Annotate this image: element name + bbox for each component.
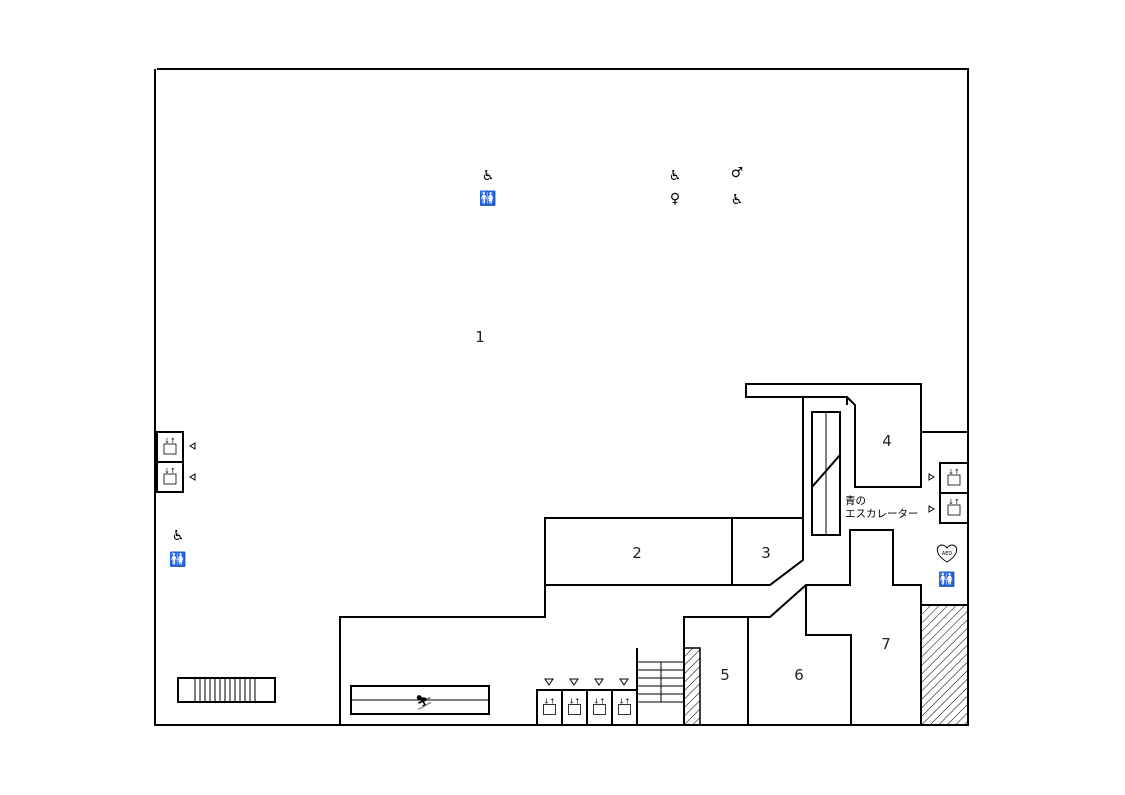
svg-text:↓↑: ↓↑	[948, 498, 960, 506]
svg-text:↓↑: ↓↑	[569, 698, 581, 706]
room-7-label: 7	[881, 635, 891, 653]
escalator-icon: ⛷	[350, 685, 490, 715]
wheelchair-icon: ♿	[669, 168, 682, 184]
stairs-icon	[636, 648, 684, 725]
elevator-icon: ↓↑	[156, 461, 196, 493]
svg-text:↓↑: ↓↑	[594, 698, 606, 706]
entrance-marker-icon	[594, 678, 604, 686]
entrance-marker-icon	[189, 473, 196, 481]
room-5-label: 5	[720, 666, 730, 684]
svg-text:↓↑: ↓↑	[948, 468, 960, 476]
elevator-icon: ↓↑	[928, 462, 969, 494]
entrance-marker-icon	[619, 678, 629, 686]
svg-text:⛷: ⛷	[415, 695, 433, 711]
svg-text:↓↑: ↓↑	[164, 467, 176, 475]
entrance-marker-icon	[928, 505, 935, 513]
entrance-marker-icon	[928, 473, 935, 481]
svg-text:AED: AED	[942, 551, 953, 557]
male-restroom-icon: ♂	[731, 165, 744, 181]
restroom-icon: 🚻	[479, 190, 496, 207]
room-2-label: 2	[632, 544, 642, 562]
aed-icon: AED	[936, 544, 958, 563]
elevator-icon: ↓↑	[586, 678, 613, 726]
room-4-wall	[745, 383, 968, 488]
room-3-label: 3	[761, 544, 771, 562]
svg-text:↓↑: ↓↑	[164, 437, 176, 445]
room-3-wall	[732, 518, 804, 586]
core-wall	[802, 397, 848, 518]
room-4-label: 4	[882, 432, 892, 450]
elevator-icon: ↓↑	[928, 492, 969, 524]
elevator-icon: ↓↑	[611, 678, 638, 726]
elevator-icon: ↓↑	[156, 431, 196, 463]
svg-text:↓↑: ↓↑	[544, 698, 556, 706]
hatched-area	[683, 647, 701, 726]
escalator-label-line1: 青の	[845, 494, 866, 507]
lower-right-walls	[683, 529, 968, 725]
hatched-area	[920, 604, 969, 726]
elevator-icon: ↓↑	[561, 678, 588, 726]
wheelchair-icon: ♿	[731, 192, 744, 208]
room-6-label: 6	[794, 666, 804, 684]
entrance-marker-icon	[189, 442, 196, 450]
room-1-label: 1	[475, 328, 485, 346]
stairs-icon	[177, 677, 276, 703]
wheelchair-icon: ♿	[172, 528, 185, 544]
wheelchair-icon: ♿	[482, 168, 495, 184]
escalator-label-line2: エスカレーター	[845, 508, 919, 520]
restroom-icon: 🚻	[938, 571, 955, 588]
restroom-icon: 🚻	[169, 551, 186, 568]
entrance-marker-icon	[544, 678, 554, 686]
elevator-icon: ↓↑	[536, 678, 563, 726]
svg-text:↓↑: ↓↑	[619, 698, 631, 706]
entrance-marker-icon	[569, 678, 579, 686]
room-1-boundary	[339, 517, 803, 725]
female-restroom-icon: ♀	[670, 191, 680, 207]
